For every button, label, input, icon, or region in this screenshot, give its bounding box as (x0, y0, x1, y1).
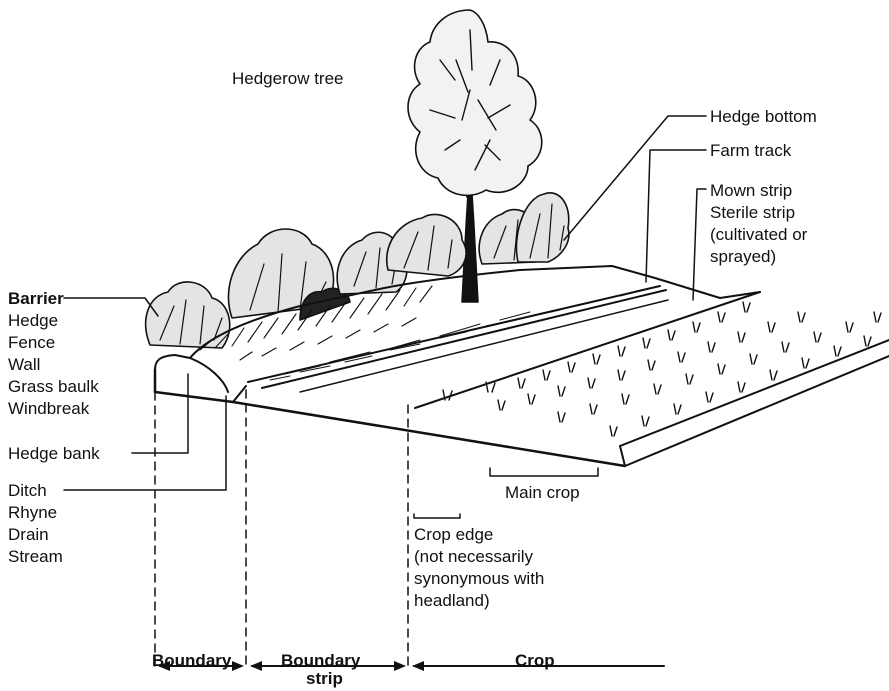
label-sterile-strip: Sterile strip (710, 202, 795, 223)
label-crop-edge-note-1: (not necessarily (414, 546, 533, 567)
label-fence: Fence (8, 332, 55, 353)
label-crop: Crop (515, 650, 555, 671)
label-wall: Wall (8, 354, 40, 375)
label-stream: Stream (8, 546, 63, 567)
label-mown-strip: Mown strip (710, 180, 792, 201)
label-hedge-bank: Hedge bank (8, 443, 100, 464)
label-drain: Drain (8, 524, 49, 545)
label-hedgerow-tree: Hedgerow tree (232, 68, 344, 89)
dashed-guides (155, 390, 408, 666)
label-farm-track: Farm track (710, 140, 791, 161)
label-crop-edge: Crop edge (414, 524, 493, 545)
label-boundary: Boundary (152, 650, 231, 671)
label-crop-edge-note-3: headland) (414, 590, 490, 611)
label-ditch: Ditch (8, 480, 47, 501)
label-crop-edge-note-2: synonymous with (414, 568, 544, 589)
label-boundary-strip-2: strip (306, 668, 343, 689)
label-hedge: Hedge (8, 310, 58, 331)
label-windbreak: Windbreak (8, 398, 89, 419)
hedge-bushes (146, 193, 569, 348)
label-hedge-bottom: Hedge bottom (710, 106, 817, 127)
label-main-crop: Main crop (505, 482, 580, 503)
label-barrier: Barrier (8, 288, 64, 309)
label-rhyne: Rhyne (8, 502, 57, 523)
label-grass-baulk: Grass baulk (8, 376, 99, 397)
label-sprayed: sprayed) (710, 246, 776, 267)
label-cultivated-or: (cultivated or (710, 224, 807, 245)
main-crop-bracket (490, 468, 598, 476)
